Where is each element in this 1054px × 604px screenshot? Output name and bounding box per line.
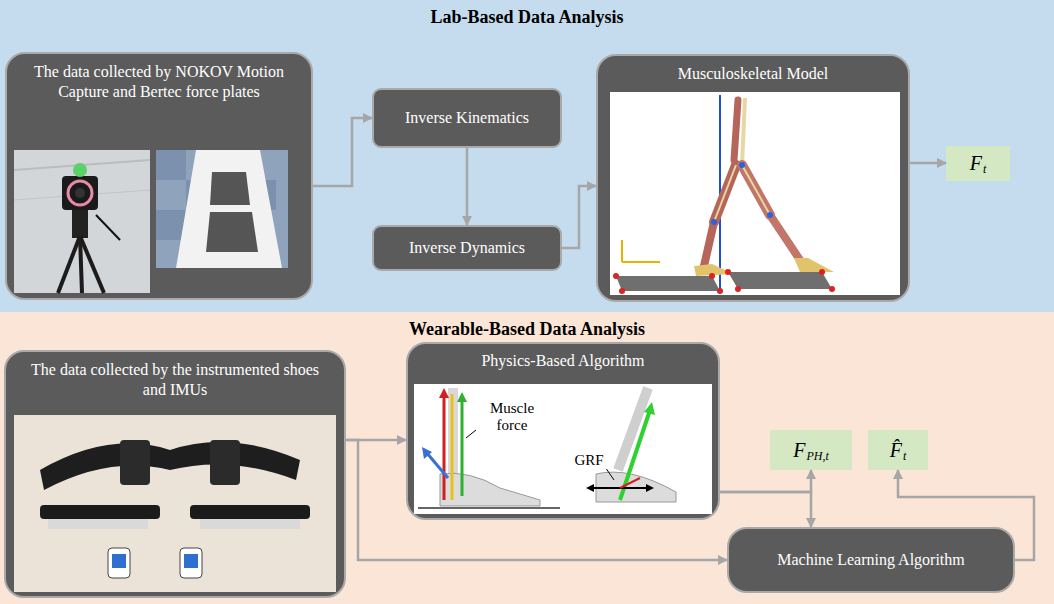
band-region: Wearable-Based Data AnalysisThe data col… — [0, 312, 1054, 604]
force-plate-photo — [156, 150, 288, 268]
box-title: The data collected by NOKOV Motion Captu… — [7, 54, 311, 101]
camera-photo — [14, 150, 150, 293]
math-symbol: F̂ — [890, 439, 902, 462]
instrumented-shoe-photo — [14, 415, 336, 592]
math-symbol: F — [970, 152, 982, 175]
box-title: Musculoskeletal Model — [598, 56, 908, 84]
data-source-box: The data collected by NOKOV Motion Captu… — [5, 52, 313, 300]
box-label: Inverse Kinematics — [395, 109, 539, 127]
flow-arrow — [466, 148, 469, 225]
musculoskeletal-figure — [610, 92, 900, 295]
math-subscript: t — [903, 449, 906, 464]
flow-arrow — [313, 118, 372, 186]
flow-arrow — [720, 470, 811, 492]
math-subscript: PH,t — [806, 449, 828, 464]
flow-arrow — [910, 162, 946, 165]
box-label: Inverse Dynamics — [399, 239, 535, 257]
force-label: Muscle force — [478, 400, 546, 433]
algorithm-box: Physics-Based AlgorithmMuscle forceGRF — [406, 342, 720, 520]
flow-arrow — [346, 440, 727, 560]
physics-illustration — [414, 384, 712, 514]
flow-arrow — [346, 439, 406, 442]
box-title: Physics-Based Algorithm — [408, 344, 718, 371]
box-label: Machine Learning Algorithm — [767, 551, 975, 569]
model-box: Musculoskeletal Model — [596, 54, 910, 302]
math-symbol: F — [793, 439, 805, 462]
data-source-box: The data collected by the instrumented s… — [4, 350, 346, 598]
flow-arrow — [898, 470, 1034, 560]
flow-arrow — [720, 492, 811, 527]
algorithm-box: Machine Learning Algorithm — [727, 527, 1015, 593]
process-box: Inverse Dynamics — [372, 225, 562, 271]
process-box: Inverse Kinematics — [372, 88, 562, 148]
box-title: The data collected by the instrumented s… — [6, 352, 344, 399]
band-region: Lab-Based Data AnalysisThe data collecte… — [0, 0, 1054, 312]
output-box: FPH,t — [770, 430, 852, 470]
band-title: Wearable-Based Data Analysis — [0, 312, 1054, 340]
math-subscript: t — [983, 162, 986, 177]
band-title: Lab-Based Data Analysis — [0, 0, 1054, 28]
output-box: Ft — [946, 146, 1010, 181]
flow-arrow — [562, 186, 596, 248]
output-box: F̂t — [868, 430, 928, 470]
force-label: GRF — [568, 452, 610, 469]
